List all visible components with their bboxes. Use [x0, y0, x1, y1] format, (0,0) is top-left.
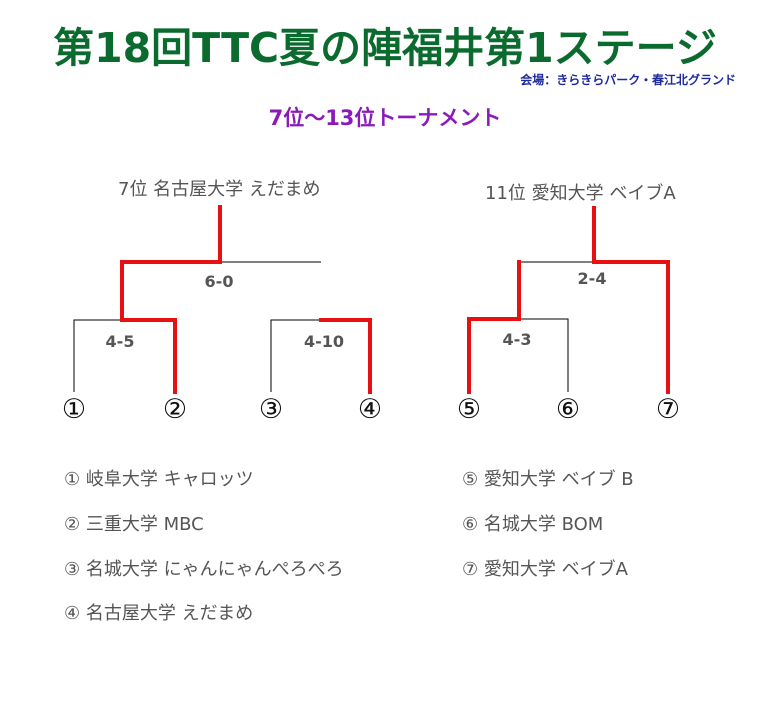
- team-entry-5: ⑤ 愛知大学 ベイブ B: [462, 469, 634, 490]
- team-entry-1: ① 岐阜大学 キャロッツ: [64, 469, 254, 490]
- team-entry-6: ⑥ 名城大学 BOM: [462, 514, 604, 535]
- team-entry-4: ④ 名古屋大学 えだまめ: [64, 603, 254, 624]
- left-final-line: [121, 261, 321, 320]
- team-entry-3: ③ 名城大学 にゃんにゃんぺろぺろ: [64, 559, 344, 580]
- seed-5: ⑤: [456, 394, 482, 425]
- right-final-score: 2-4: [577, 269, 607, 288]
- left-winner-label: 7位 名古屋大学 えだまめ: [118, 179, 321, 200]
- seed-2: ②: [162, 394, 188, 425]
- team-entry-2: ② 三重大学 MBC: [64, 514, 204, 535]
- seed-1: ①: [61, 394, 87, 425]
- winner-path-left-semi2: [319, 318, 372, 394]
- right-winner-label: 11位 愛知大学 ベイブA: [485, 183, 676, 204]
- venue-label: 会場：きらきらパーク・春江北グランド: [520, 73, 736, 87]
- left-semi1-score: 4-5: [105, 332, 135, 351]
- seed-7: ⑦: [655, 394, 681, 425]
- left-semi2-line: [270, 319, 370, 392]
- winner-path-left-final: [120, 205, 222, 322]
- winner-path-left-semi1: [120, 318, 177, 394]
- seed-3: ③: [258, 394, 284, 425]
- winner-paths: [120, 205, 670, 394]
- page-title: 第18回TTC夏の陣福井第1ステージ: [53, 24, 717, 72]
- winner-path-right-champ: [592, 206, 670, 394]
- winner-path-right-semi: [467, 317, 521, 394]
- team-entry-7: ⑦ 愛知大学 ベイブA: [462, 559, 628, 580]
- tournament-subtitle: 7位〜13位トーナメント: [268, 106, 502, 130]
- seed-6: ⑥: [555, 394, 581, 425]
- seed-4: ④: [357, 394, 383, 425]
- left-semi1-line: [73, 319, 175, 392]
- right-semi-score: 4-3: [502, 330, 532, 349]
- left-semi2-score: 4-10: [303, 332, 345, 351]
- left-final-score: 6-0: [204, 272, 234, 291]
